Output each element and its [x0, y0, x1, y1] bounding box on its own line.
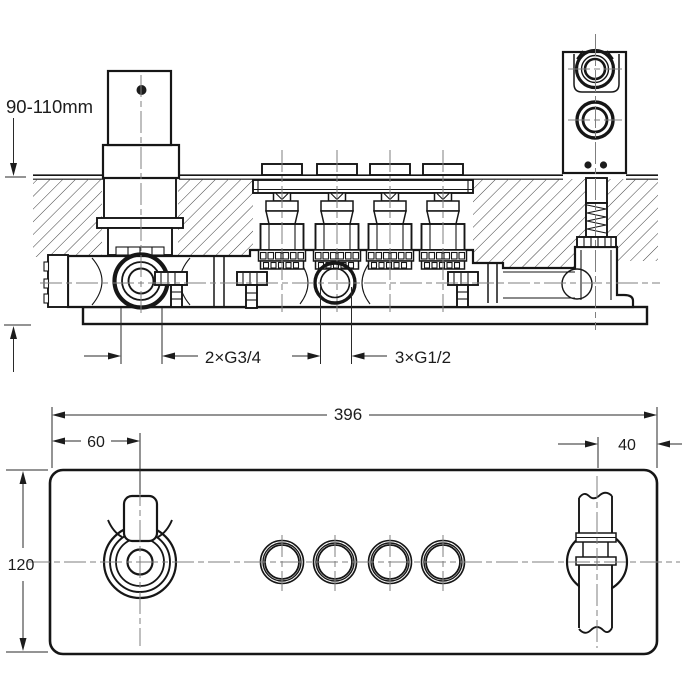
outlet-offset-label: 40: [618, 437, 636, 454]
outlet-thread-label: 3×G1/2: [395, 348, 451, 367]
bracket-ear: [576, 50, 584, 60]
screw-shank: [456, 284, 469, 308]
bracket-body: [561, 50, 628, 175]
bracket-pocket: [573, 54, 620, 93]
fixing-screw: [447, 271, 479, 308]
outlet-pipe: [565, 476, 629, 648]
bracket-ear: [606, 50, 614, 60]
bracket-screw-dot: [584, 161, 592, 169]
stem-flange: [96, 217, 184, 229]
end-cap-notch: [43, 261, 50, 272]
dimension-plate-width: 396: [51, 405, 658, 468]
stem-upper: [103, 177, 177, 221]
screw-shank: [170, 284, 183, 308]
pipe-break-top: [578, 491, 613, 500]
arrowhead: [52, 411, 65, 419]
section-view: 90-110mm 2×G3/4 3×G1/2: [4, 34, 660, 372]
mounting-rail: [81, 305, 649, 326]
dimension-outlet-thread: 3×G1/2: [292, 287, 451, 367]
pipe-collar: [575, 556, 617, 566]
arrowhead: [10, 326, 17, 339]
bracket-screw-dot: [599, 161, 608, 169]
handle-knob: [106, 69, 173, 147]
rod-shank: [585, 177, 608, 204]
wall-hatch: [33, 179, 658, 267]
temperature-handle: [96, 69, 184, 256]
arrowhead: [585, 440, 598, 448]
wall-hatch-segment: [33, 179, 102, 257]
dimension-outlet-offset: 40: [558, 437, 682, 468]
elbow-ball-curve: [561, 268, 593, 300]
arrowhead: [162, 352, 175, 360]
cartridge-mounting-plate: [252, 179, 474, 194]
end-cap-notch: [43, 293, 50, 304]
end-cap: [47, 254, 69, 308]
union-nut: [576, 236, 617, 248]
screw-shank: [245, 284, 258, 309]
arrowhead: [52, 437, 65, 445]
cartridge-assembly: [252, 149, 474, 313]
fixing-rod: [576, 177, 617, 248]
arrowhead: [19, 471, 27, 484]
dimension-knob-offset: 60: [52, 433, 141, 494]
valve-body-outline: [66, 245, 635, 309]
plate-height-label: 120: [8, 557, 35, 574]
inlet-thread-label: 2×G3/4: [205, 348, 261, 367]
arrowhead: [127, 437, 140, 445]
thread-zigzag: [586, 204, 607, 234]
outlet-bracket: [561, 48, 628, 175]
fixing-screw: [154, 271, 188, 308]
arrowhead: [657, 440, 670, 448]
casting-curve: [361, 261, 371, 305]
dimension-depth: 90-110mm: [4, 96, 93, 372]
plate-width-label: 396: [334, 405, 362, 424]
valve-body: [43, 245, 635, 309]
arrowhead: [644, 411, 657, 419]
fixing-screw: [236, 271, 268, 309]
depth-label: 90-110mm: [6, 96, 93, 117]
knob-offset-label: 60: [87, 434, 105, 451]
wall-hatch-segment: [178, 179, 253, 256]
dimension-inlet-thread: 2×G3/4: [84, 308, 261, 367]
knob-ratchet-arc: [157, 519, 173, 538]
arrowhead: [307, 352, 321, 360]
casting-curve: [91, 257, 103, 306]
front-view: 396 60 40 120: [6, 405, 682, 656]
arrowhead: [19, 638, 27, 651]
knob-ratchet-arc: [107, 519, 123, 538]
arrowhead: [10, 163, 17, 176]
arrowhead: [108, 352, 121, 360]
dimension-plate-height: 120: [6, 469, 48, 653]
section-centerlines: [40, 34, 660, 330]
wall-hatch-segment: [473, 179, 586, 267]
arrowhead: [351, 352, 365, 360]
